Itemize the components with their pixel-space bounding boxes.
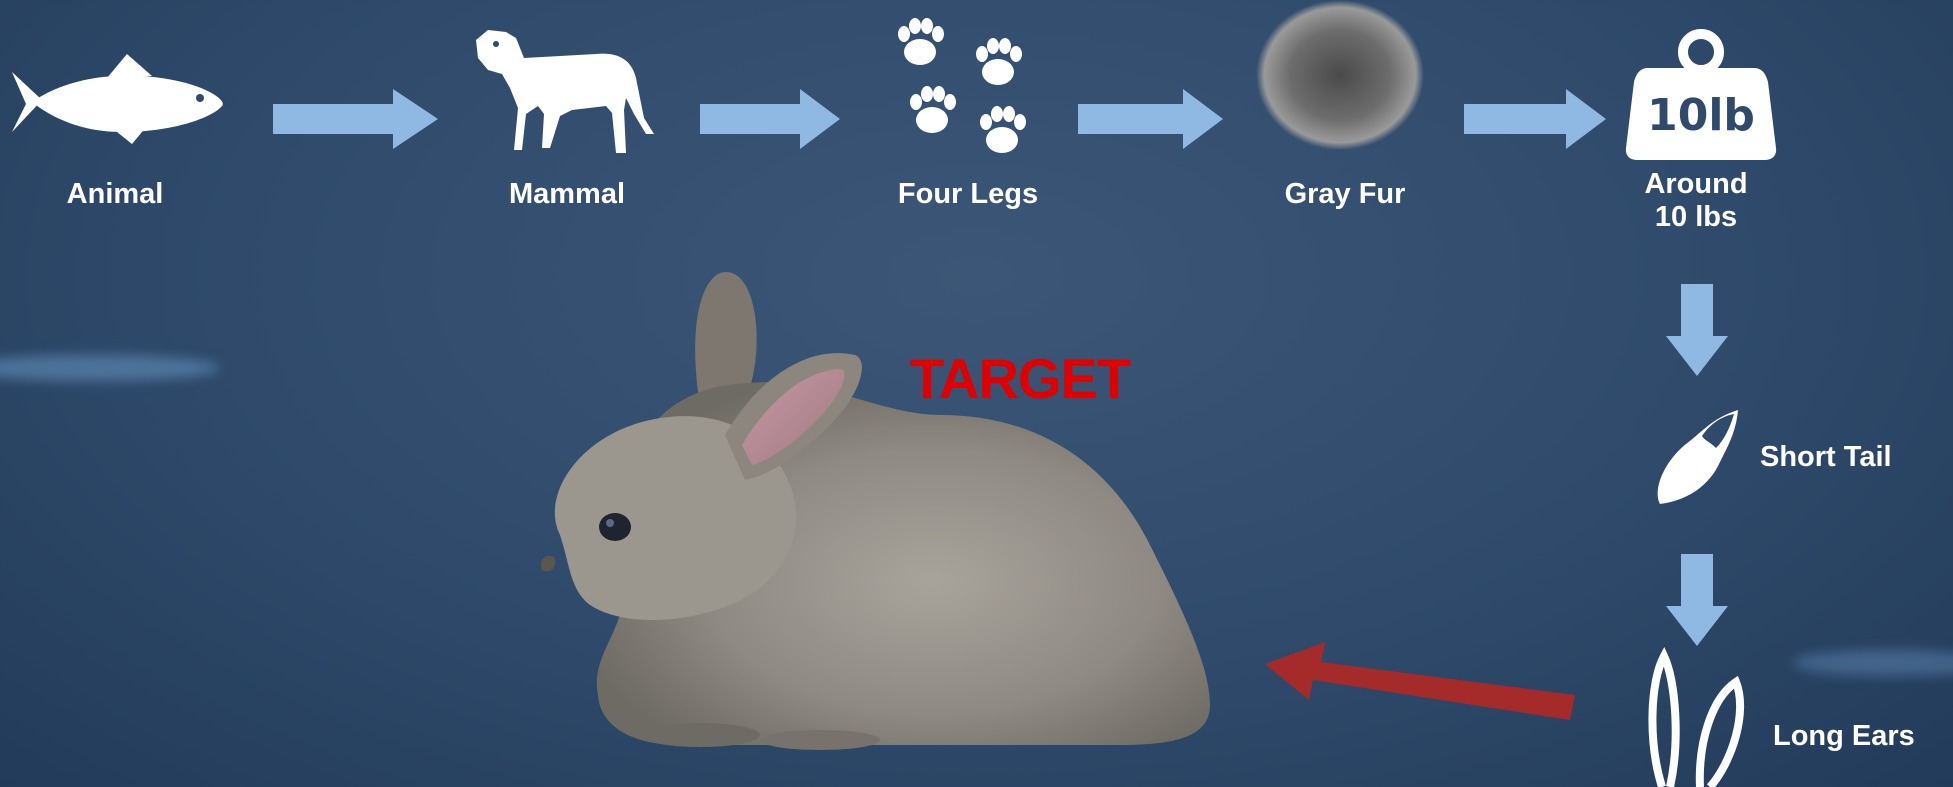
flow-arrow-1 <box>273 89 438 149</box>
node-label-weight-line1: Around <box>1644 168 1747 201</box>
right-light-streak <box>1793 650 1953 676</box>
flow-arrow-3 <box>1078 89 1223 149</box>
node-label-long-ears: Long Ears <box>1773 720 1915 753</box>
flow-arrow-2 <box>700 89 840 149</box>
ears-icon <box>1640 652 1750 787</box>
fish-icon <box>12 52 222 142</box>
flow-arrow-4 <box>1464 89 1606 149</box>
fur-ball-icon <box>1255 0 1425 170</box>
cow-icon <box>466 18 656 158</box>
node-label-animal: Animal <box>67 178 164 211</box>
weight-icon-text: 10lb <box>1647 90 1755 141</box>
weight-icon: 10lb <box>1626 30 1776 160</box>
paw-prints-icon <box>890 10 1040 160</box>
target-arrow <box>1265 630 1585 740</box>
node-label-gray-fur: Gray Fur <box>1285 178 1406 211</box>
node-label-weight-line2: 10 lbs <box>1644 201 1747 234</box>
tail-icon <box>1650 406 1740 506</box>
flow-arrow-6 <box>1666 554 1728 646</box>
node-label-mammal: Mammal <box>509 178 625 211</box>
rabbit-image <box>520 265 1220 765</box>
node-label-four-legs: Four Legs <box>898 178 1038 211</box>
node-label-short-tail: Short Tail <box>1760 441 1892 474</box>
node-label-weight: Around 10 lbs <box>1644 168 1747 235</box>
flow-arrow-5 <box>1666 284 1728 376</box>
left-light-streak <box>0 355 220 381</box>
